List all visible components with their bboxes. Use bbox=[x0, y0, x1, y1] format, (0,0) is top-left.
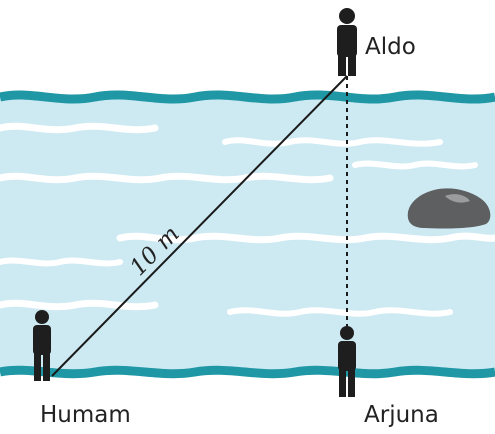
wave bbox=[0, 257, 123, 267]
distance-line bbox=[51, 75, 348, 377]
wave bbox=[0, 122, 159, 134]
wave bbox=[222, 137, 443, 147]
person-icon bbox=[338, 326, 356, 397]
wave bbox=[227, 307, 453, 317]
top-riverbank bbox=[0, 90, 495, 104]
label-humam: Humam bbox=[40, 402, 131, 428]
label-arjuna: Arjuna bbox=[364, 402, 439, 428]
label-aldo: Aldo bbox=[365, 34, 416, 60]
person-icon bbox=[337, 8, 357, 76]
river-water bbox=[0, 94, 495, 374]
person-icon bbox=[33, 310, 51, 381]
water-waves bbox=[0, 122, 495, 317]
bottom-riverbank bbox=[0, 365, 495, 379]
rock-icon bbox=[407, 188, 491, 229]
wave bbox=[116, 232, 495, 244]
wave bbox=[0, 299, 159, 311]
wave bbox=[352, 160, 478, 170]
wave bbox=[0, 172, 334, 184]
